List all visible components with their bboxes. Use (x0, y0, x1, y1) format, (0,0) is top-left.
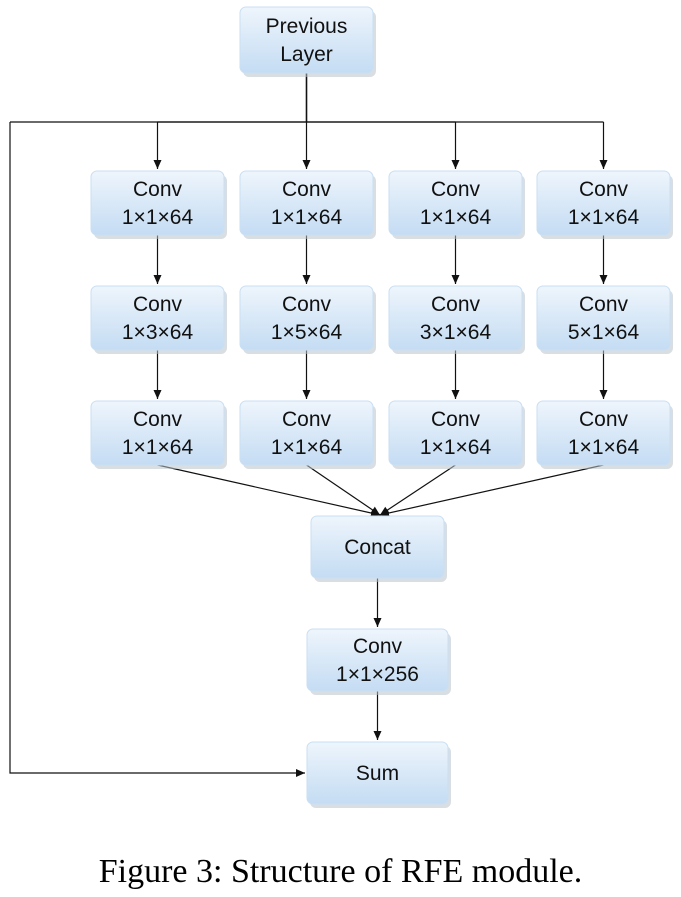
node-label: Conv (282, 408, 332, 431)
node-label: 1×1×64 (122, 436, 194, 459)
node-b1-r2: Conv 1×3×64 (90, 285, 227, 354)
node-concat: Concat (310, 515, 447, 582)
edges-layer (9, 73, 608, 777)
node-label: 3×1×64 (420, 321, 492, 344)
node-label: 1×5×64 (271, 321, 343, 344)
node-b2-r1: Conv 1×1×64 (239, 170, 376, 239)
node-label: Conv (431, 178, 481, 201)
node-sum: Sum (306, 741, 451, 808)
node-label: 1×1×64 (420, 436, 492, 459)
node-b4-r1: Conv 1×1×64 (536, 170, 673, 239)
node-label: 1×1×256 (336, 663, 419, 686)
node-label: 5×1×64 (568, 321, 640, 344)
node-label: Conv (579, 408, 629, 431)
node-label: 1×1×64 (271, 206, 343, 229)
node-label: 1×1×64 (568, 436, 640, 459)
edge-b1-r3-concat (157, 464, 381, 517)
node-label: Layer (280, 43, 333, 66)
node-label: 1×1×64 (271, 436, 343, 459)
node-label: Conv (431, 408, 481, 431)
node-label: 1×1×64 (568, 206, 640, 229)
node-label: Conv (133, 178, 183, 201)
node-b4-r2: Conv 5×1×64 (536, 285, 673, 354)
figure-caption: Figure 3: Structure of RFE module. (98, 853, 583, 890)
node-conv-final: Conv 1×1×256 (306, 628, 451, 695)
node-label: 1×1×64 (122, 206, 194, 229)
node-b1-r1: Conv 1×1×64 (90, 170, 227, 239)
edge-b3-r3-concat (379, 464, 456, 516)
node-b3-r3: Conv 1×1×64 (388, 400, 525, 469)
node-label: 1×3×64 (122, 321, 194, 344)
node-label: Conv (579, 293, 629, 316)
node-b2-r3: Conv 1×1×64 (239, 400, 376, 469)
node-label: Conv (353, 635, 403, 658)
node-b3-r1: Conv 1×1×64 (388, 170, 525, 239)
node-b4-r3: Conv 1×1×64 (536, 400, 673, 469)
edge-previous-sum (9, 122, 305, 777)
node-label: 1×1×64 (420, 206, 492, 229)
node-label: Conv (282, 293, 332, 316)
node-b1-r3: Conv 1×1×64 (90, 400, 227, 469)
node-label: Conv (282, 178, 332, 201)
node-label: Sum (356, 762, 399, 785)
node-label: Conv (133, 408, 183, 431)
node-b2-r2: Conv 1×5×64 (239, 285, 376, 354)
node-label: Concat (344, 536, 411, 559)
edge-b2-r3-concat (306, 464, 381, 516)
node-label: Previous (266, 15, 348, 38)
node-label: Conv (579, 178, 629, 201)
node-label: Conv (431, 293, 481, 316)
node-label: Conv (133, 293, 183, 316)
nodes-layer: PreviousLayerConcatConv1×1×256SumConv1×1… (90, 6, 673, 808)
edge-b4-r3-concat (379, 464, 604, 517)
node-b3-r2: Conv 3×1×64 (388, 285, 525, 354)
